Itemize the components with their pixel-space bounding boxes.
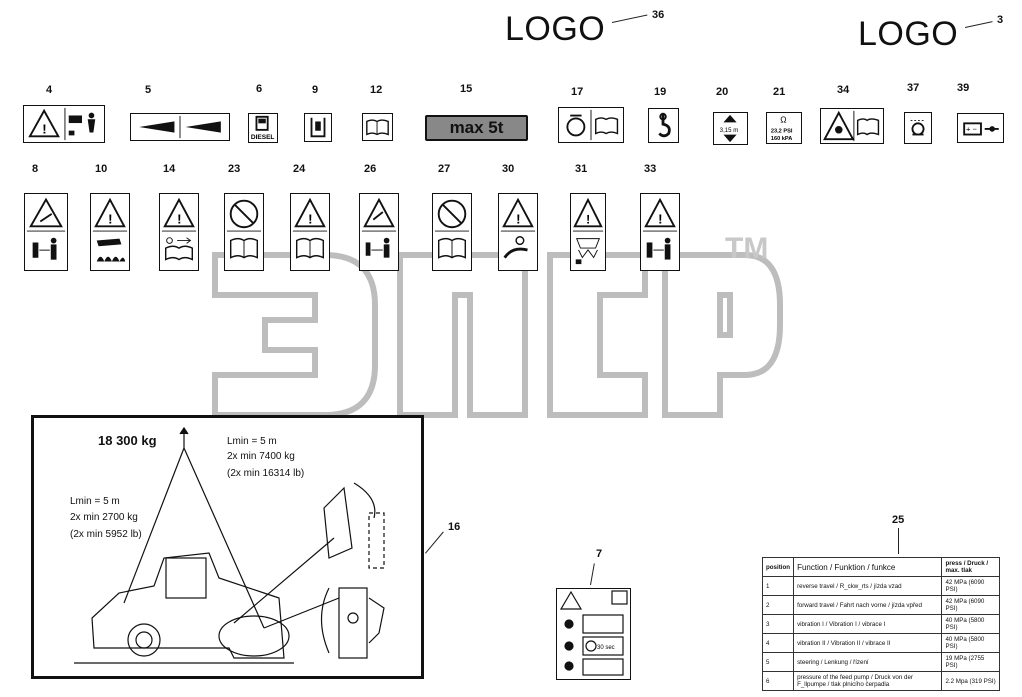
- callout-19: 19: [654, 86, 667, 98]
- decal-26: [359, 193, 399, 271]
- decal-30: !: [498, 193, 538, 271]
- callout-36: 36: [652, 9, 665, 21]
- decal-39: + −: [957, 113, 1004, 143]
- decal-9: [304, 113, 332, 142]
- omega-text: Ω: [780, 114, 786, 124]
- decal-34: [820, 108, 884, 144]
- diesel-text: DIESEL: [251, 134, 275, 141]
- wait-text: 30 sec: [597, 645, 615, 651]
- front-lmin: Lmin = 5 m: [227, 436, 277, 447]
- callout-14: 14: [163, 163, 176, 175]
- callout-37: 37: [907, 82, 920, 94]
- callout-5: 5: [145, 84, 152, 96]
- callout-39: 39: [957, 82, 970, 94]
- rear-lmin: Lmin = 5 m: [70, 496, 120, 507]
- callout-23: 23: [228, 163, 241, 175]
- decal-12: [362, 113, 393, 141]
- svg-text:!: !: [108, 211, 112, 226]
- table-header-pressure: press / Druck / max. tlak: [941, 557, 1000, 577]
- callout-7: 7: [596, 548, 603, 560]
- lifting-diagram-box: 18 300 kg Lmin = 5 m 2x min 7400 kg (2x …: [31, 415, 424, 679]
- callout-25: 25: [892, 514, 905, 526]
- decal-7: 30 sec: [556, 588, 631, 680]
- callout-33: 33: [644, 163, 657, 175]
- callout-4: 4: [46, 84, 53, 96]
- decal-6: DIESEL: [248, 113, 278, 143]
- decal-17: [558, 107, 624, 143]
- callout-15: 15: [460, 83, 473, 95]
- trademark-symbol: TM: [725, 232, 769, 265]
- table-header-row: position Function / Funktion / funkce pr…: [761, 557, 1000, 577]
- callout-10: 10: [95, 163, 108, 175]
- callout-8: 8: [32, 163, 39, 175]
- decal-4: !: [23, 105, 105, 143]
- callout-30: 30: [502, 163, 515, 175]
- svg-text:!: !: [586, 213, 590, 227]
- callout-16: 16: [448, 521, 461, 533]
- svg-text:+ −: + −: [966, 125, 977, 134]
- max-load-decal: max 5t: [425, 115, 528, 141]
- callout-12: 12: [370, 84, 383, 96]
- callout-27: 27: [438, 163, 451, 175]
- callout-17: 17: [571, 86, 584, 98]
- svg-text:!: !: [308, 211, 312, 226]
- logo-36-text: LOGO: [505, 10, 606, 48]
- psi-text: 23,2 PSI: [771, 129, 793, 135]
- decal-19: [648, 108, 679, 143]
- callout-24: 24: [293, 163, 306, 175]
- decal-27: [432, 193, 472, 271]
- svg-text:!: !: [42, 121, 46, 136]
- front-min-kg: 2x min 7400 kg: [227, 451, 295, 462]
- decal-10: !: [90, 193, 130, 271]
- decal-14: !: [159, 193, 199, 271]
- rear-min-lb: (2x min 5952 lb): [70, 529, 142, 540]
- pressure-table: position Function / Funktion / funkce pr…: [761, 557, 1000, 691]
- decal-37: [904, 112, 932, 144]
- callout-21: 21: [773, 86, 786, 98]
- decal-33: !: [640, 193, 680, 271]
- callout-34: 34: [837, 84, 850, 96]
- svg-text:!: !: [658, 211, 662, 226]
- decal-8: [24, 193, 68, 271]
- svg-text:!: !: [177, 211, 181, 226]
- callout-3: 3: [997, 14, 1004, 26]
- callout-9: 9: [312, 84, 319, 96]
- decal-31: !: [570, 193, 606, 271]
- front-min-lb: (2x min 16314 lb): [227, 468, 305, 479]
- callout-20: 20: [716, 86, 729, 98]
- table-header-position: position: [761, 557, 795, 577]
- rear-min-kg: 2x min 2700 kg: [70, 512, 138, 523]
- callout-6: 6: [256, 83, 263, 95]
- logo-3-text: LOGO: [858, 15, 959, 53]
- table-header-function: Function / Funktion / funkce: [793, 557, 943, 577]
- kpa-text: 160 kPA: [771, 136, 792, 142]
- svg-text:!: !: [516, 211, 520, 226]
- decal-5: [130, 113, 230, 141]
- callout-31: 31: [575, 163, 588, 175]
- decal-24: !: [290, 193, 330, 271]
- total-weight: 18 300 kg: [98, 433, 157, 448]
- callout-26: 26: [364, 163, 377, 175]
- decal-20: 3,15 m: [713, 112, 748, 145]
- decal-23: [224, 193, 264, 271]
- height-text: 3,15 m: [720, 127, 739, 134]
